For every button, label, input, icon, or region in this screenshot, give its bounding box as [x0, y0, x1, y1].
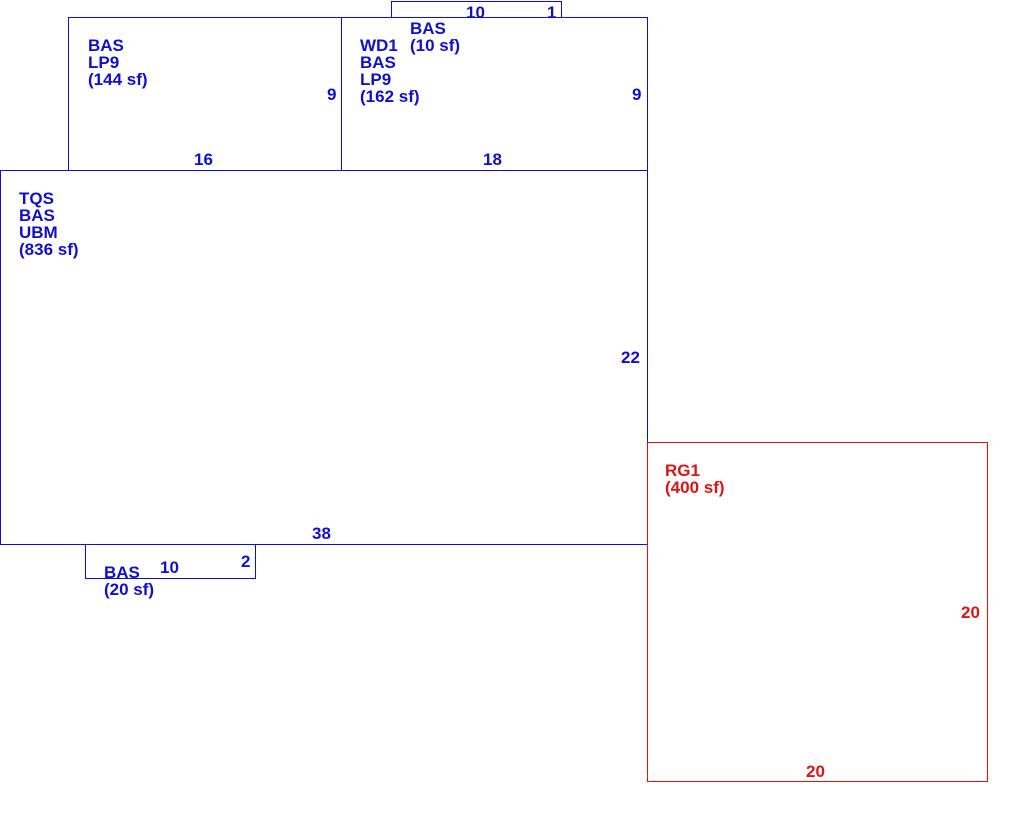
upper-left-area-label: BAS LP9 (144 sf)	[88, 37, 148, 88]
upper-right-area-code-1: WD1	[360, 36, 398, 55]
main-area-label: TQS BAS UBM (836 sf)	[19, 190, 79, 258]
bottom-bump-code: BAS	[104, 563, 140, 582]
upper-left-area-size: (144 sf)	[88, 70, 148, 89]
main-area-side-dimension: 22	[621, 348, 640, 367]
garage-code: RG1	[665, 461, 700, 480]
bottom-bump-outline	[85, 544, 256, 579]
upper-left-side-dimension: 9	[327, 85, 337, 104]
upper-right-bottom-dimension: 18	[483, 150, 502, 169]
main-area-bottom-dimension: 38	[312, 524, 331, 543]
garage-size: (400 sf)	[665, 478, 725, 497]
upper-right-side-dimension: 9	[632, 85, 642, 104]
top-bump-code: BAS	[410, 19, 446, 38]
bottom-bump-depth-dimension: 2	[241, 552, 251, 571]
garage-bottom-dimension: 20	[806, 762, 825, 781]
upper-left-area-code-2: LP9	[88, 53, 120, 72]
main-area-code-1: TQS	[19, 189, 54, 208]
upper-right-area-code-2: BAS	[360, 53, 396, 72]
garage-outline	[647, 442, 988, 782]
upper-left-area-code-1: BAS	[88, 36, 124, 55]
upper-right-area-label: WD1 BAS LP9 (162 sf)	[360, 37, 420, 105]
top-bump-length-dimension: 10	[466, 3, 485, 22]
top-bump-outline	[391, 1, 562, 18]
bottom-bump-label: BAS (20 sf)	[104, 564, 154, 598]
top-bump-size: (10 sf)	[410, 36, 461, 55]
garage-label: RG1 (400 sf)	[665, 462, 725, 496]
top-bump-label: BAS (10 sf)	[410, 20, 460, 54]
top-bump-depth-dimension: 1	[547, 3, 557, 22]
bottom-bump-size: (20 sf)	[104, 580, 155, 599]
upper-right-area-code-3: LP9	[360, 70, 392, 89]
main-area-code-2: BAS	[19, 206, 55, 225]
bottom-bump-length-dimension: 10	[160, 558, 179, 577]
main-area-size: (836 sf)	[19, 240, 79, 259]
main-area-outline	[0, 170, 648, 545]
upper-right-area-size: (162 sf)	[360, 87, 420, 106]
upper-left-bottom-dimension: 16	[194, 150, 213, 169]
main-area-code-3: UBM	[19, 223, 58, 242]
garage-side-dimension: 20	[961, 603, 980, 622]
